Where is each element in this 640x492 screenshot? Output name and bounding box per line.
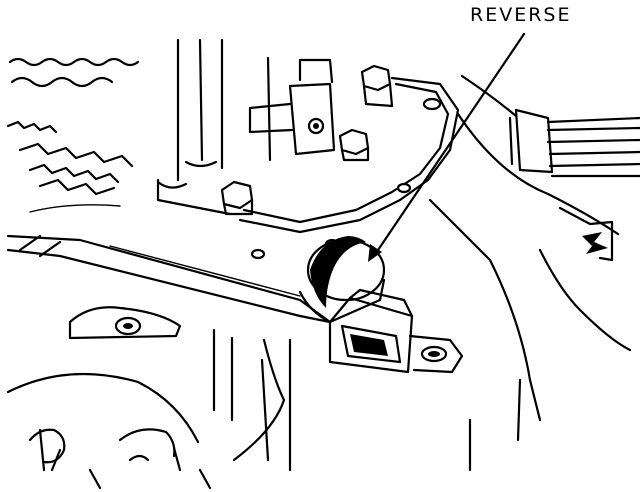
callout-leader-line [372, 32, 526, 258]
callout-arrowhead [368, 244, 382, 262]
mounting-tab [408, 334, 464, 374]
bottom-housing [6, 372, 212, 490]
case-edge [6, 234, 302, 318]
shift-lever-top [248, 58, 336, 156]
output-shaft [508, 108, 640, 178]
hex-bolt-middle [338, 128, 370, 162]
clevis [298, 288, 414, 374]
housing-lines [156, 38, 272, 216]
hex-bolt-top [360, 64, 394, 108]
gear-teeth [6, 57, 140, 213]
housing-right [428, 74, 632, 472]
hex-bolt-left [220, 180, 254, 216]
lower-bracket [68, 306, 292, 472]
reverse-callout-label: REVERSE [470, 4, 572, 26]
